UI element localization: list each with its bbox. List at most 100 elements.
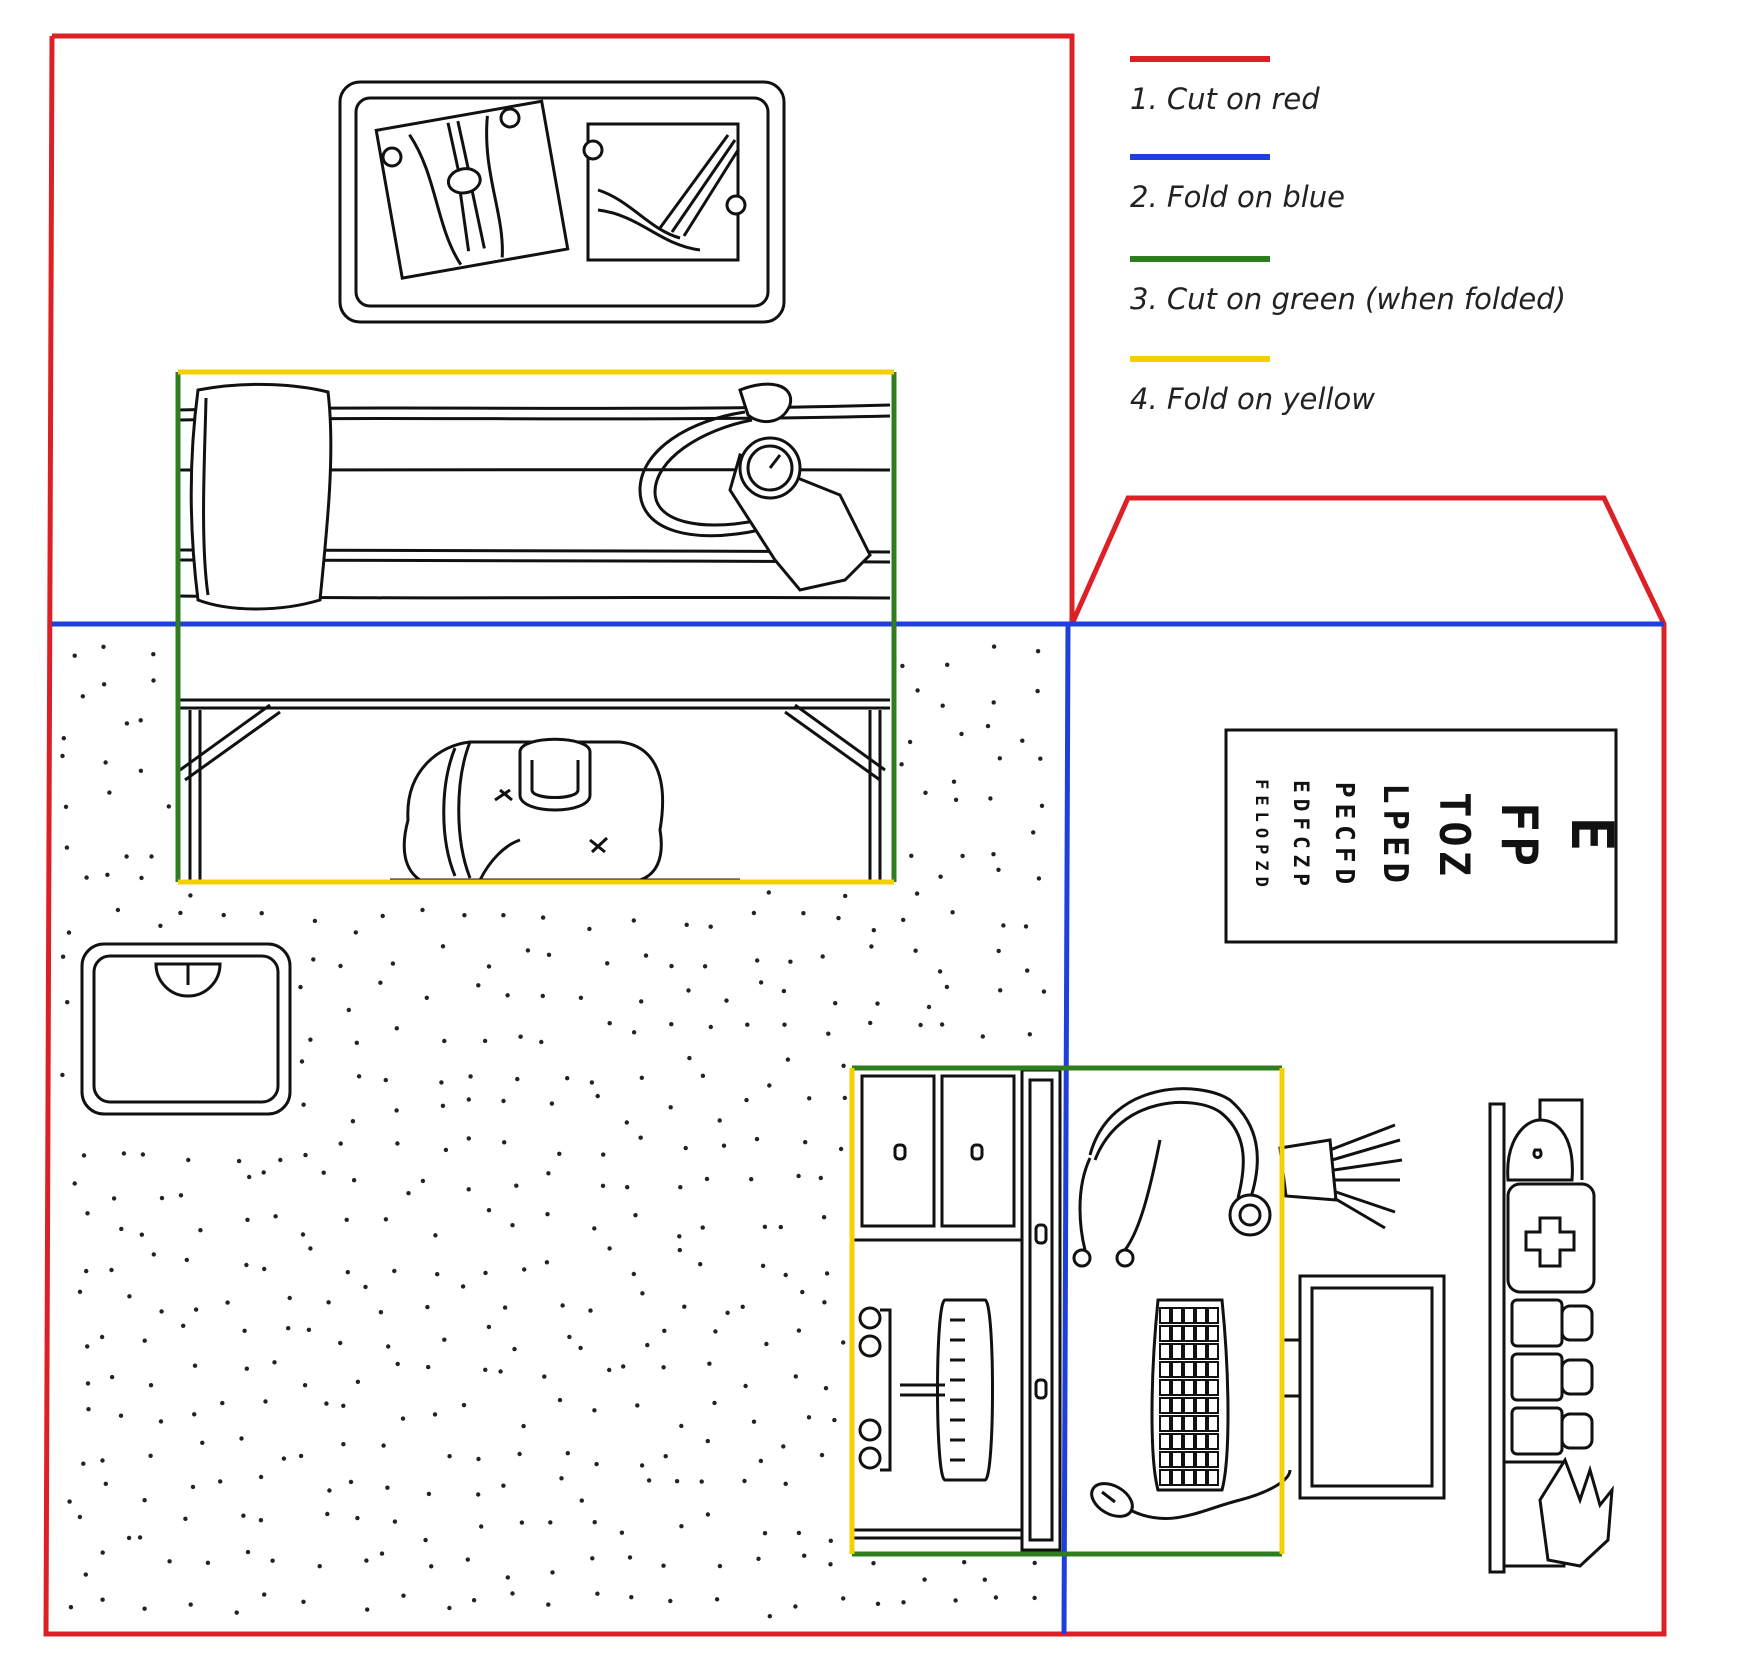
floor-dot <box>953 1598 958 1603</box>
floor-dot <box>468 1074 473 1079</box>
floor-dot <box>823 1386 829 1391</box>
keyboard-key <box>1207 1307 1219 1324</box>
floor-dot <box>546 952 552 957</box>
floor-dot <box>996 867 1001 872</box>
floor-dot <box>841 1340 846 1345</box>
floor-dot <box>704 1176 710 1182</box>
keyboard-key <box>1171 1361 1183 1378</box>
legend-swatch-yellow <box>1130 356 1270 362</box>
legend-label: 1. Cut on red <box>1130 82 1320 116</box>
floor-dot <box>557 1151 562 1157</box>
floor-dot <box>578 1345 583 1351</box>
floor-dot <box>778 1224 783 1230</box>
floor-dot <box>674 1479 680 1484</box>
floor-dot <box>63 804 69 809</box>
floor-dot <box>619 1530 625 1535</box>
floor-dot <box>258 1518 264 1523</box>
floor-dot <box>166 804 171 809</box>
floor-dot <box>61 736 66 741</box>
first-aid-box-icon <box>1506 1182 1596 1294</box>
floor-dot <box>486 1324 492 1330</box>
floor-dot <box>559 1476 564 1481</box>
floor-dot <box>754 1136 760 1142</box>
floor-dot <box>643 953 649 958</box>
legend-item-fold-blue: 2. Fold on blue <box>1130 154 1345 214</box>
floor-dot <box>631 918 636 923</box>
floor-dot <box>762 1224 768 1230</box>
floor-dot <box>312 918 318 924</box>
floor-dot <box>476 1456 481 1462</box>
floor-dot <box>344 1217 349 1223</box>
floor-dot <box>944 984 950 990</box>
floor-dot <box>476 983 481 988</box>
floor-dot <box>918 1022 923 1028</box>
floor-dot <box>68 1605 74 1610</box>
floor-dot <box>192 1363 198 1368</box>
floor-dot <box>1025 968 1030 973</box>
floor-dot <box>684 922 689 927</box>
keyboard-key <box>1195 1325 1207 1342</box>
floor-dot <box>258 1474 264 1480</box>
floor-dot <box>782 1022 787 1027</box>
floor-dot <box>800 1289 805 1295</box>
floor-dot <box>646 1478 652 1483</box>
floor-dot <box>72 1181 77 1186</box>
cut-lines-green <box>175 372 1282 1557</box>
keyboard-key <box>1159 1343 1171 1360</box>
floor-dot <box>820 954 825 959</box>
floor-dot <box>426 1364 431 1370</box>
blood-pressure-cuff-icon <box>638 382 872 592</box>
keyboard-key <box>1183 1397 1195 1414</box>
floor-dot <box>400 1416 406 1421</box>
eye-chart-row: TOZ <box>1430 792 1479 880</box>
floor-dot <box>546 1171 551 1176</box>
floor-dot <box>167 1559 172 1564</box>
floor-dot <box>514 1183 519 1188</box>
floor-dot <box>302 1383 308 1388</box>
floor-dot <box>639 1463 645 1468</box>
floor-dot <box>631 1030 637 1035</box>
floor-dot <box>991 852 996 857</box>
floor-dot <box>103 760 108 765</box>
floor-dot <box>139 875 144 881</box>
keyboard-key <box>1171 1343 1183 1360</box>
floor-dot <box>442 1337 447 1342</box>
floor-dot <box>1035 688 1040 694</box>
floor-dot <box>717 1118 722 1123</box>
floor-dot <box>433 1233 438 1238</box>
floor-dot <box>841 1063 846 1069</box>
fold-lines-yellow <box>178 369 1285 1554</box>
floor-dot <box>158 1419 164 1424</box>
floor-dot <box>245 1549 251 1555</box>
eye-chart-row: FELOPZD <box>1251 779 1271 893</box>
floor-dot <box>700 1225 705 1230</box>
keyboard-key <box>1183 1451 1195 1468</box>
floor-dot <box>721 1143 727 1148</box>
floor-dot <box>686 988 691 993</box>
eye-chart-row: PECFD <box>1329 782 1359 890</box>
floor-dot <box>99 1334 105 1340</box>
floor-dot <box>119 1226 124 1232</box>
floor-dot <box>926 1004 932 1010</box>
floor-dot <box>355 1515 360 1521</box>
floor-dot <box>940 703 945 708</box>
floor-dot <box>101 682 107 687</box>
floor-dot <box>278 1157 283 1163</box>
floor-dot <box>298 1453 304 1459</box>
floor-dot <box>607 1246 612 1251</box>
floor-dot <box>486 964 492 969</box>
floor-dot <box>669 963 674 969</box>
floor-dot <box>807 1096 812 1101</box>
floor-dot <box>796 1328 802 1333</box>
floor-dot <box>100 1458 105 1463</box>
floor-dot <box>988 796 993 801</box>
floor-dot <box>432 1412 438 1417</box>
floor-dot <box>588 1308 593 1313</box>
floor-dot <box>159 1309 164 1314</box>
floor-dot <box>756 1556 761 1562</box>
floor-dot <box>550 1570 555 1575</box>
keyboard-key <box>1171 1325 1183 1342</box>
floor-dot <box>624 1120 629 1125</box>
floor-dot <box>86 1407 91 1412</box>
